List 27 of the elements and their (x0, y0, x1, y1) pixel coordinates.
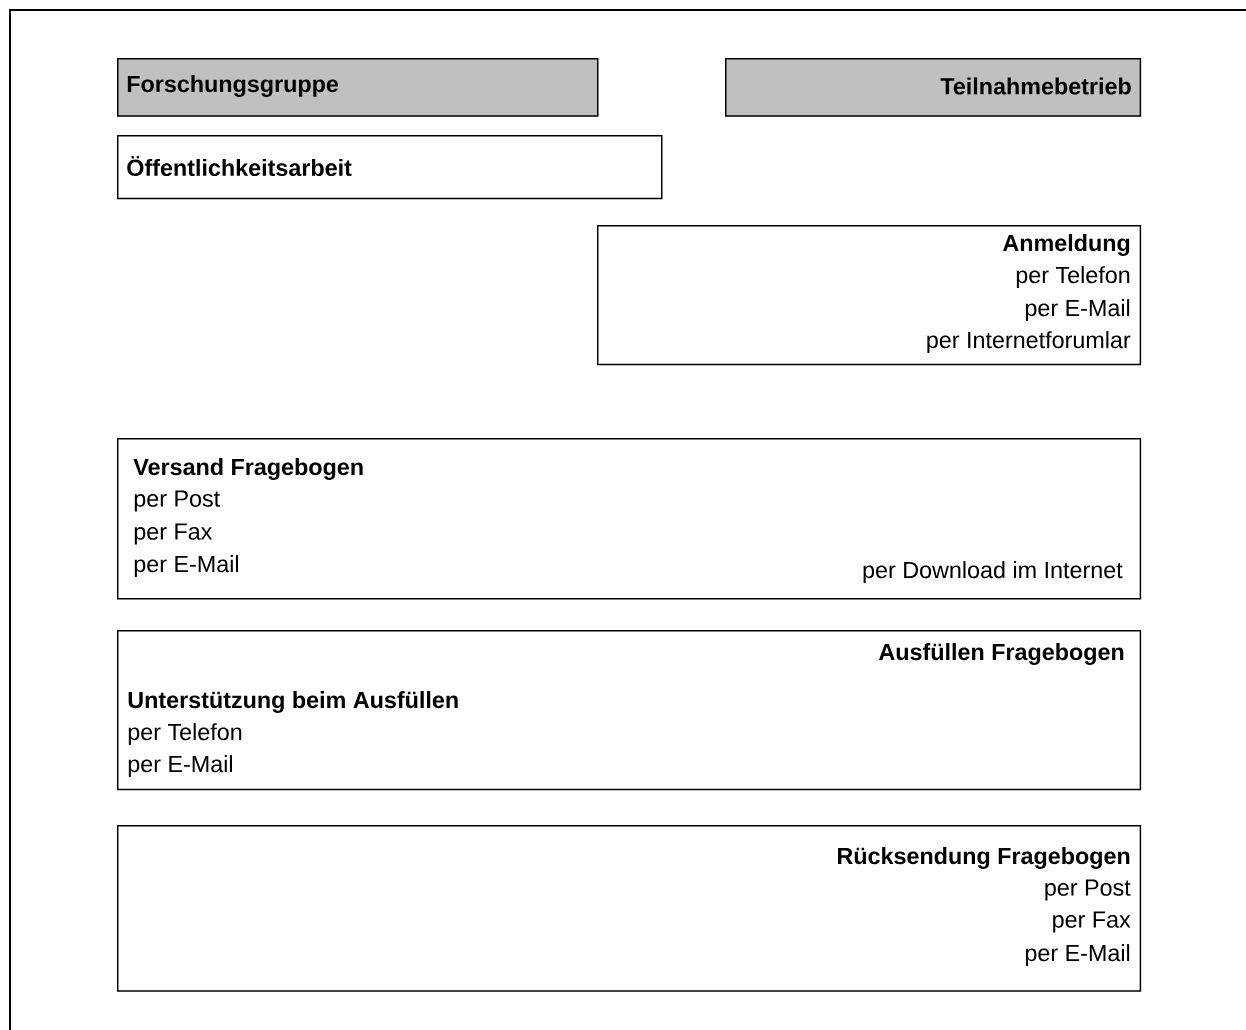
box-text: per Fax (1053, 911, 1131, 933)
process-box (117, 630, 1142, 791)
box-heading: Forschungsgruppe (127, 75, 339, 97)
box-text: per Fax (134, 523, 213, 545)
box-text: per Post (134, 490, 220, 512)
box-text: per E-Mail (128, 755, 232, 777)
box-heading: Teilnahmebetrieb (940, 77, 1131, 95)
process-box (117, 438, 1142, 600)
box-text: per Internetforumlar (927, 331, 1131, 353)
box-text: per Download im Internet (863, 561, 1123, 583)
box-text: per E-Mail (1025, 299, 1130, 321)
process-box (117, 135, 663, 200)
box-heading: Rücksendung Fragebogen (838, 847, 1130, 869)
box-text: per Telefon (1016, 266, 1130, 288)
box-heading: Unterstützung beim Ausfüllen (128, 691, 458, 713)
box-heading: Ausfüllen Fragebogen (879, 643, 1124, 665)
box-text: per Post (1045, 879, 1131, 901)
header-box (725, 58, 1142, 117)
box-heading: Öffentlichkeitsarbeit (127, 155, 352, 177)
box-text: per Telefon (128, 723, 242, 745)
box-text: per E-Mail (134, 555, 238, 577)
process-box (117, 825, 1142, 992)
box-text: per E-Mail (1025, 944, 1130, 966)
header-box (117, 58, 599, 117)
box-heading: Anmeldung (1003, 234, 1130, 256)
process-box (597, 225, 1142, 366)
box-heading: Versand Fragebogen (133, 458, 363, 480)
